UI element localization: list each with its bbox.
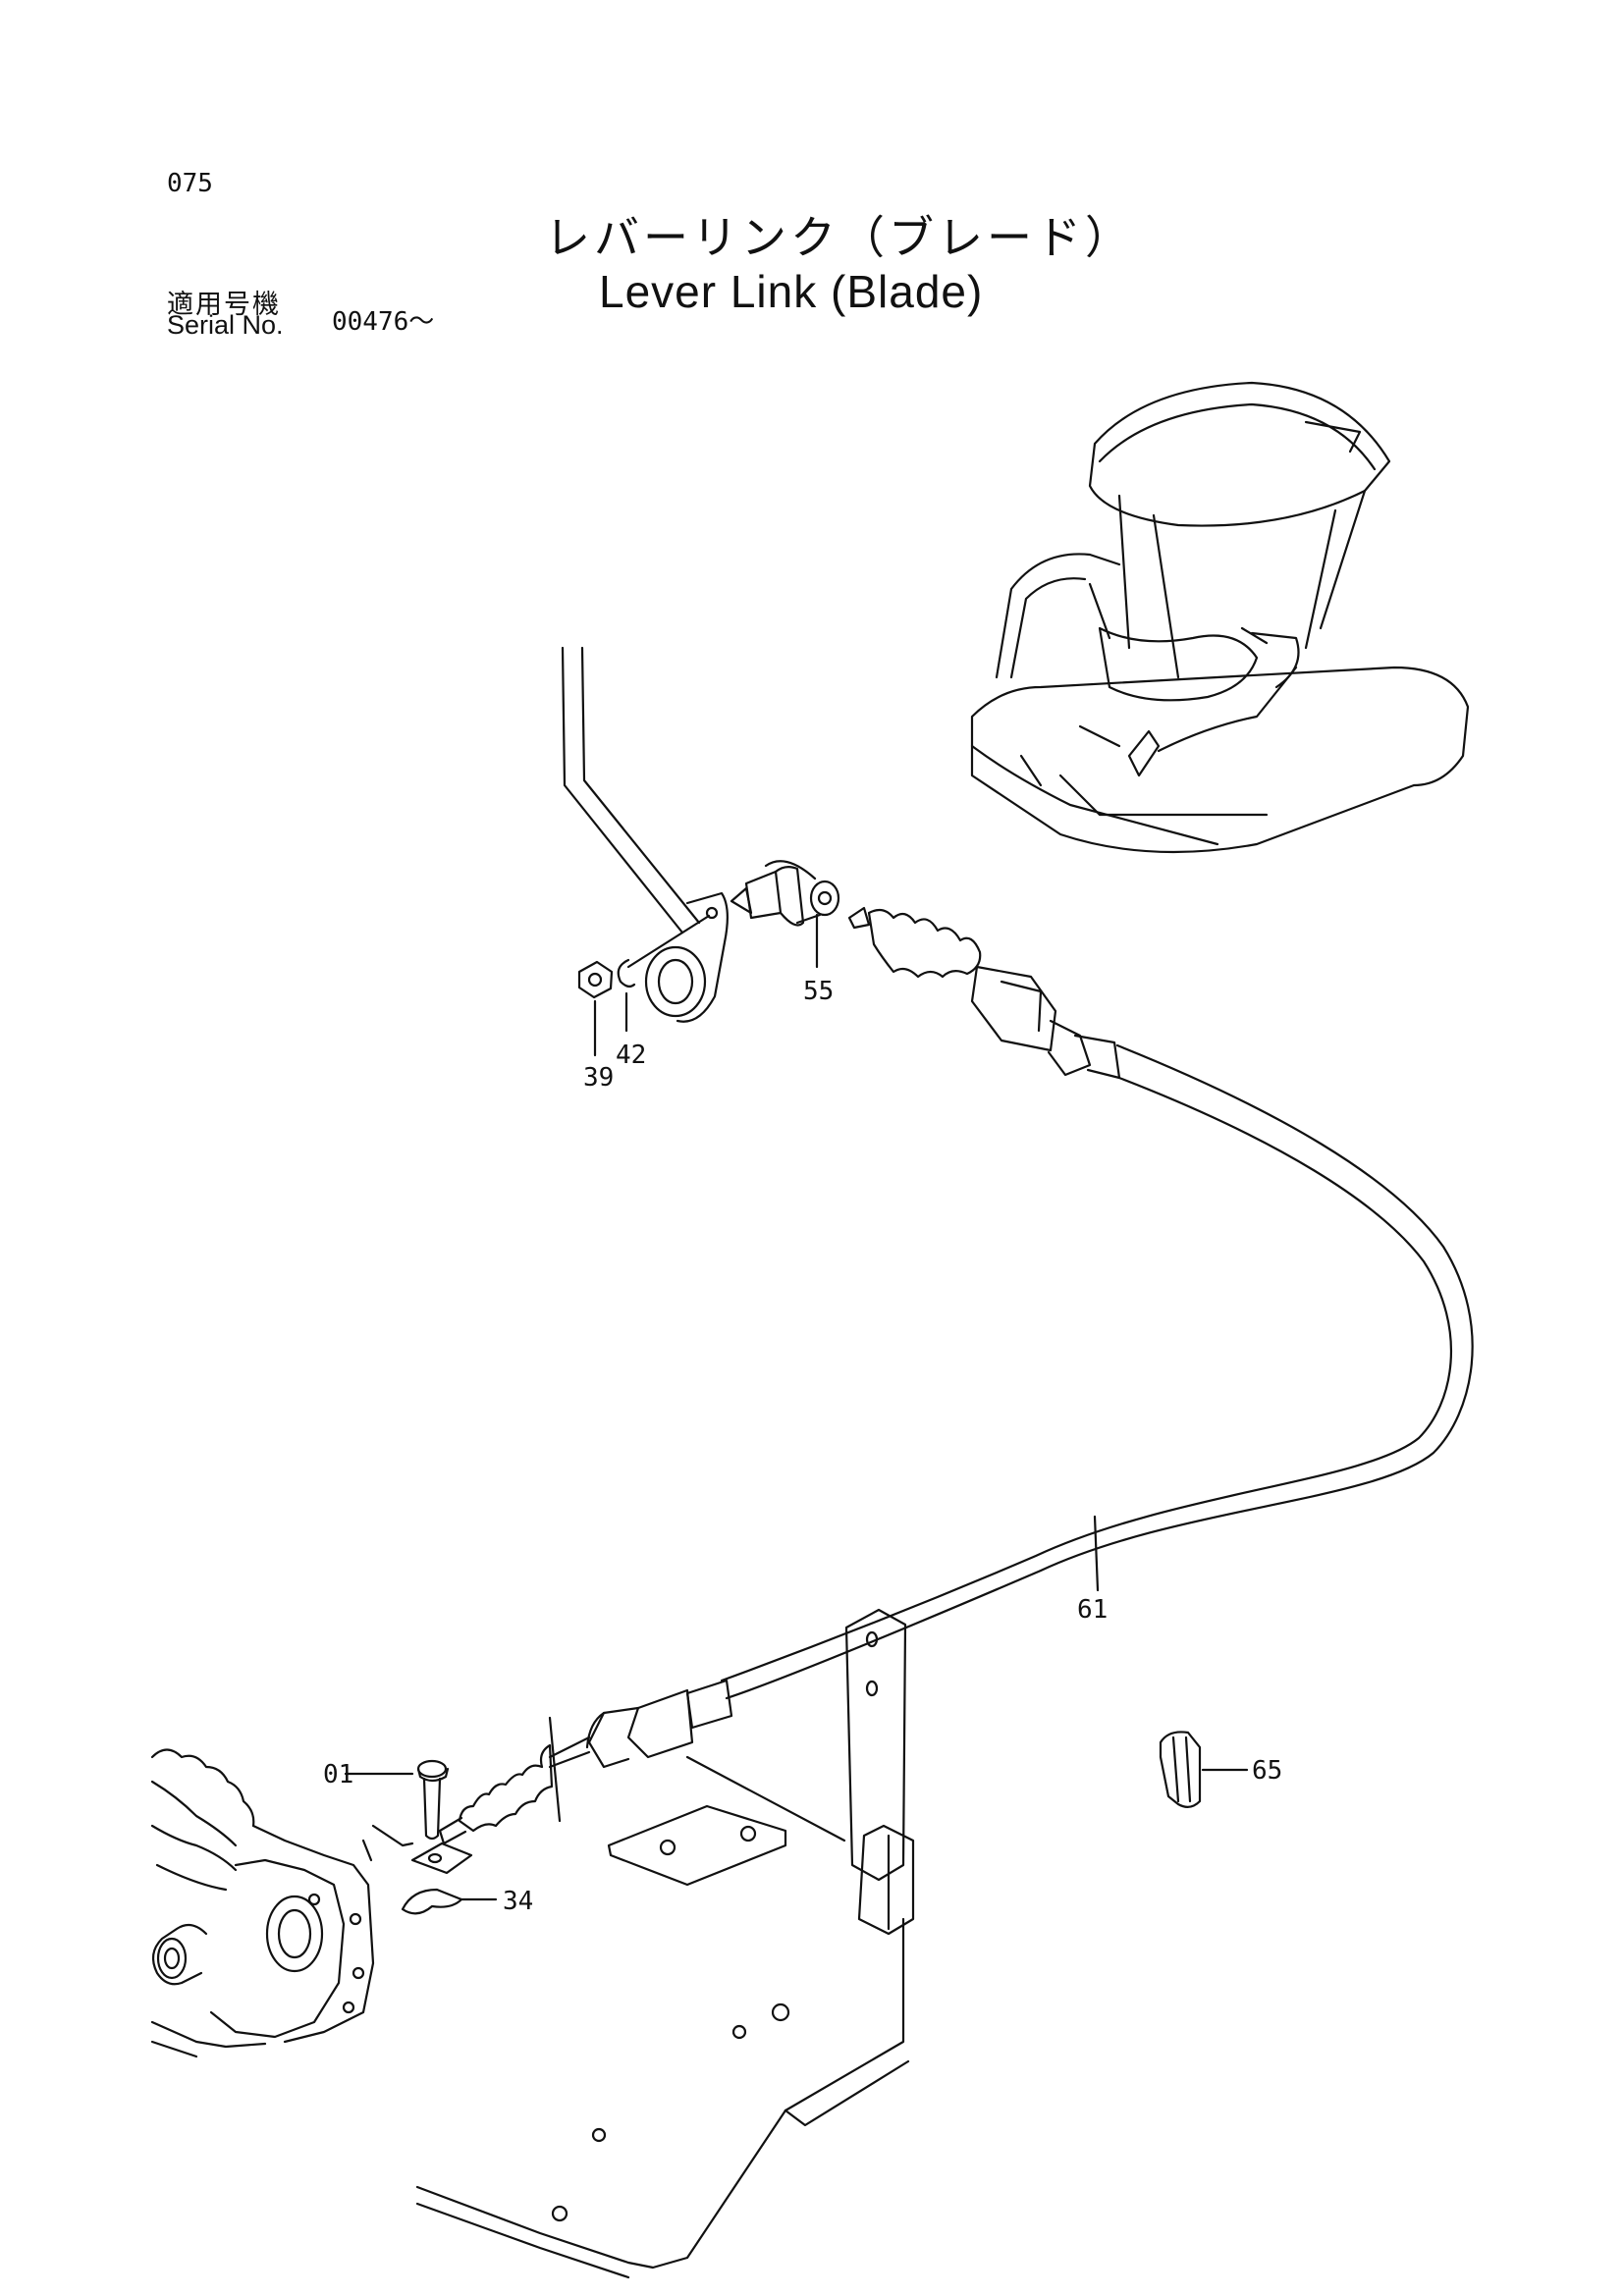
callout-34: 34 — [503, 1887, 533, 1916]
cable-lower-fittings — [438, 1679, 733, 1845]
serial-label-japanese: 適用号機 — [167, 290, 281, 320]
ball-joint-part-55 — [730, 860, 840, 969]
floor-plate — [415, 1716, 910, 2279]
serial-number-value: 00476～ — [332, 307, 435, 337]
page-number: 075 — [167, 169, 213, 198]
callout-55: 55 — [803, 977, 834, 1006]
operator-cab-illustration — [970, 381, 1470, 854]
nut-part-39 — [577, 960, 614, 1057]
title-japanese: レバーリンク（ブレード） — [545, 211, 1134, 264]
mounting-bracket-plate — [844, 1608, 915, 1936]
serial-label-english: Serial No. — [167, 310, 284, 340]
callout-39: 39 — [583, 1063, 614, 1093]
cable-upper-fittings — [847, 906, 1121, 1080]
callout-42: 42 — [616, 1041, 646, 1070]
pin-part-01 — [344, 1759, 450, 1841]
callout-01: 01 — [323, 1760, 353, 1789]
control-lever-rod — [561, 646, 701, 934]
control-valve — [150, 1748, 414, 2058]
link-plate — [410, 1842, 473, 1875]
callout-65: 65 — [1252, 1756, 1282, 1786]
lever-arm-bracket — [626, 891, 729, 1023]
washer-part-42 — [617, 958, 636, 1033]
callout-61: 61 — [1077, 1595, 1108, 1625]
clip-part-65 — [1159, 1731, 1249, 1808]
r-pin-part-34 — [401, 1888, 498, 1915]
title-english: Lever Link (Blade) — [599, 266, 984, 317]
control-cable-part-61 — [720, 1043, 1474, 1700]
